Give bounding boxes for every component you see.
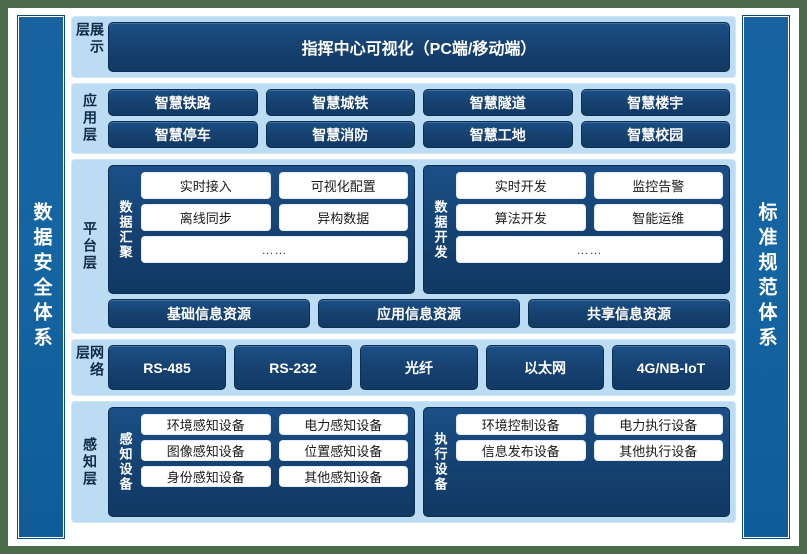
sensing-group-sensors-grid: 环境感知设备 电力感知设备 图像感知设备 位置感知设备 身份感知设备 其他感知设… [141, 414, 408, 510]
layer-platform-body: 数据汇聚 实时接入 可视化配置 离线同步 异构数据 [108, 165, 730, 328]
aggregation-row-1: 实时接入 可视化配置 [141, 172, 408, 199]
app-item-smart-tunnel[interactable]: 智慧隧道 [423, 89, 573, 116]
network-item-ethernet[interactable]: 以太网 [486, 345, 604, 390]
platform-group-aggregation-label: 数据汇聚 [115, 172, 135, 287]
sensor-item-image[interactable]: 图像感知设备 [141, 440, 271, 461]
app-item-smart-metro[interactable]: 智慧城铁 [265, 89, 415, 116]
platform-group-development-label: 数据开发 [430, 172, 450, 287]
actuators-row-2: 信息发布设备 其他执行设备 [456, 440, 723, 461]
layer-presentation-label-text: 展示层 [75, 22, 105, 56]
actuator-item-power-execution[interactable]: 电力执行设备 [593, 414, 723, 435]
actuator-item-environment-control[interactable]: 环境控制设备 [456, 414, 586, 435]
development-item-realtime-development[interactable]: 实时开发 [456, 172, 586, 199]
sensing-group-sensors-label-text: 感知设备 [117, 432, 133, 492]
sensors-row-3: 身份感知设备 其他感知设备 [141, 466, 408, 487]
platform-group-data-development: 数据开发 实时开发 监控告警 算法开发 智能运维 [423, 165, 730, 294]
platform-group-aggregation-label-text: 数据汇聚 [117, 199, 133, 260]
right-pillar-standard-specification: 标准规范体系 [743, 16, 789, 538]
sensor-item-other[interactable]: 其他感知设备 [278, 466, 408, 487]
sensing-group-actuators-label-text: 执行设备 [432, 432, 448, 492]
layer-application-body: 智慧铁路 智慧城铁 智慧隧道 智慧楼宇 智慧停车 智慧消防 智慧工地 智慧校园 [108, 89, 730, 148]
layer-application: 应用层 智慧铁路 智慧城铁 智慧隧道 智慧楼宇 智慧停车 智慧消防 智慧工地 智… [71, 83, 736, 154]
layer-presentation: 展示层 指挥中心可视化（PC端/移动端） [71, 16, 736, 78]
sensing-group-actuators: 执行设备 环境控制设备 电力执行设备 信息发布设备 其他执行设备 [423, 407, 730, 517]
sensor-item-location[interactable]: 位置感知设备 [278, 440, 408, 461]
sensors-row-2: 图像感知设备 位置感知设备 [141, 440, 408, 461]
layer-stack: 展示层 指挥中心可视化（PC端/移动端） 应用层 智慧铁路 智慧城铁 智慧隧道 … [71, 16, 736, 538]
right-pillar-label: 标准规范体系 [755, 202, 777, 352]
sensing-group-sensors: 感知设备 环境感知设备 电力感知设备 图像感知设备 位置感知设备 [108, 407, 415, 517]
sensing-group-sensors-label: 感知设备 [115, 414, 135, 510]
layer-presentation-body: 指挥中心可视化（PC端/移动端） [108, 22, 730, 72]
resource-item-basic-information[interactable]: 基础信息资源 [108, 299, 310, 328]
layer-application-label: 应用层 [77, 89, 103, 148]
aggregation-item-realtime-ingest[interactable]: 实时接入 [141, 172, 271, 199]
development-item-more[interactable]: …… [456, 236, 723, 263]
platform-group-development-grid: 实时开发 监控告警 算法开发 智能运维 …… [456, 172, 723, 287]
aggregation-item-more[interactable]: …… [141, 236, 408, 263]
layer-network-label-text: 网络层 [75, 345, 105, 379]
platform-group-aggregation-grid: 实时接入 可视化配置 离线同步 异构数据 …… [141, 172, 408, 287]
layer-sensing-label-text: 感知层 [82, 436, 98, 488]
layer-sensing: 感知层 感知设备 环境感知设备 电力感知设备 [71, 401, 736, 523]
development-row-2: 算法开发 智能运维 [456, 204, 723, 231]
aggregation-item-heterogeneous-data[interactable]: 异构数据 [278, 204, 408, 231]
left-pillar-data-security: 数据安全体系 [18, 16, 64, 538]
network-item-rs232[interactable]: RS-232 [234, 345, 352, 390]
app-item-smart-railway[interactable]: 智慧铁路 [108, 89, 258, 116]
app-item-smart-construction-site[interactable]: 智慧工地 [423, 121, 573, 148]
app-item-smart-campus[interactable]: 智慧校园 [580, 121, 730, 148]
architecture-diagram: 数据安全体系 展示层 指挥中心可视化（PC端/移动端） 应用层 智慧铁路 智慧城… [8, 8, 799, 546]
aggregation-item-offline-sync[interactable]: 离线同步 [141, 204, 271, 231]
left-pillar-label: 数据安全体系 [30, 202, 52, 352]
aggregation-row-2: 离线同步 异构数据 [141, 204, 408, 231]
layer-network-body: RS-485 RS-232 光纤 以太网 4G/NB-IoT [108, 345, 730, 390]
actuator-item-information-release[interactable]: 信息发布设备 [456, 440, 586, 461]
sensor-item-identity[interactable]: 身份感知设备 [141, 466, 271, 487]
layer-presentation-label: 展示层 [75, 22, 105, 72]
development-item-intelligent-operations[interactable]: 智能运维 [593, 204, 723, 231]
network-item-4g-nbiot[interactable]: 4G/NB-IoT [612, 345, 730, 390]
sensor-item-power[interactable]: 电力感知设备 [278, 414, 408, 435]
layer-sensing-body: 感知设备 环境感知设备 电力感知设备 图像感知设备 位置感知设备 [108, 407, 730, 517]
app-item-smart-parking[interactable]: 智慧停车 [108, 121, 258, 148]
actuators-row-1: 环境控制设备 电力执行设备 [456, 414, 723, 435]
layer-platform-label: 平台层 [77, 165, 103, 328]
platform-group-development-label-text: 数据开发 [432, 199, 448, 260]
sensing-group-actuators-label: 执行设备 [430, 414, 450, 510]
layer-application-label-text: 应用层 [82, 93, 98, 144]
application-row-1: 智慧铁路 智慧城铁 智慧隧道 智慧楼宇 [108, 89, 730, 116]
sensing-groups: 感知设备 环境感知设备 电力感知设备 图像感知设备 位置感知设备 [108, 407, 730, 517]
development-item-algorithm-development[interactable]: 算法开发 [456, 204, 586, 231]
sensing-group-actuators-grid: 环境控制设备 电力执行设备 信息发布设备 其他执行设备 [456, 414, 723, 510]
network-item-rs485[interactable]: RS-485 [108, 345, 226, 390]
layer-platform-label-text: 平台层 [82, 221, 98, 272]
sensor-item-environment[interactable]: 环境感知设备 [141, 414, 271, 435]
platform-groups: 数据汇聚 实时接入 可视化配置 离线同步 异构数据 [108, 165, 730, 294]
layer-sensing-label: 感知层 [77, 407, 103, 517]
command-center-visualization-bar[interactable]: 指挥中心可视化（PC端/移动端） [108, 22, 730, 72]
layer-network-label: 网络层 [75, 345, 105, 390]
resource-item-shared-information[interactable]: 共享信息资源 [528, 299, 730, 328]
platform-group-data-aggregation: 数据汇聚 实时接入 可视化配置 离线同步 异构数据 [108, 165, 415, 294]
development-row-1: 实时开发 监控告警 [456, 172, 723, 199]
layer-network: 网络层 RS-485 RS-232 光纤 以太网 4G/NB-IoT [71, 339, 736, 396]
actuator-item-other-execution[interactable]: 其他执行设备 [593, 440, 723, 461]
application-row-2: 智慧停车 智慧消防 智慧工地 智慧校园 [108, 121, 730, 148]
app-item-smart-building[interactable]: 智慧楼宇 [580, 89, 730, 116]
sensors-row-1: 环境感知设备 电力感知设备 [141, 414, 408, 435]
resource-item-application-information[interactable]: 应用信息资源 [318, 299, 520, 328]
development-row-3: …… [456, 236, 723, 263]
network-row: RS-485 RS-232 光纤 以太网 4G/NB-IoT [108, 345, 730, 390]
development-item-monitoring-alarm[interactable]: 监控告警 [593, 172, 723, 199]
app-item-smart-firefighting[interactable]: 智慧消防 [265, 121, 415, 148]
network-item-fiber[interactable]: 光纤 [360, 345, 478, 390]
layer-platform: 平台层 数据汇聚 实时接入 可视化配置 [71, 159, 736, 334]
aggregation-row-3: …… [141, 236, 408, 263]
platform-resources-row: 基础信息资源 应用信息资源 共享信息资源 [108, 299, 730, 328]
aggregation-item-visual-config[interactable]: 可视化配置 [278, 172, 408, 199]
